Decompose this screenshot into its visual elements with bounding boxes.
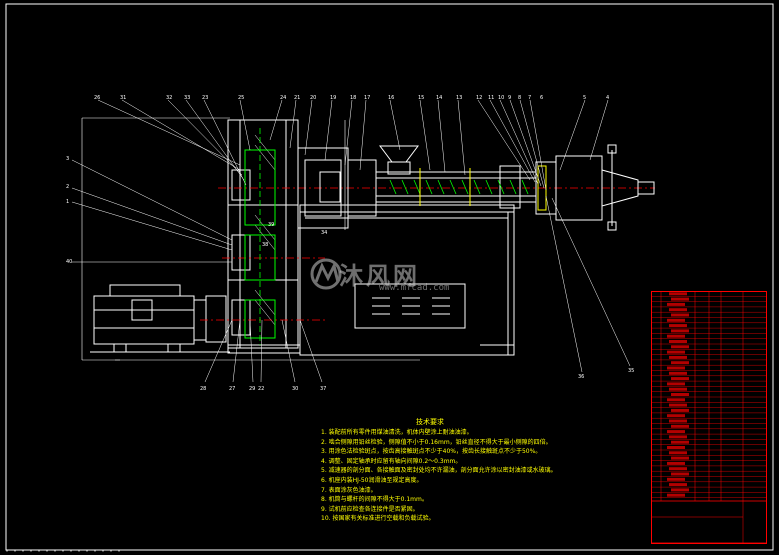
balloon: 33 [184, 95, 190, 101]
balloon: 35 [628, 368, 634, 374]
dimension-lines [81, 117, 420, 361]
tech-note: 8. 机筒与螺杆的间隙不得大于0.1mm。 [321, 496, 428, 504]
balloon: 5 [583, 95, 586, 101]
balloon: 23 [202, 95, 208, 101]
die-head-yellow-parts [537, 165, 547, 211]
balloon: 1 [66, 199, 69, 205]
tech-note: 2. 啮合侧隙用铅丝检验，侧隙值不小于0.16mm，铅丝直径不得大于最小侧隙的四… [321, 438, 552, 446]
balloon: 9 [508, 95, 511, 101]
drawing-frame [5, 3, 774, 551]
balloon: 20 [310, 95, 316, 101]
barrel [375, 165, 537, 209]
balloon: 32 [166, 95, 172, 101]
die-head [535, 144, 655, 231]
hopper [379, 145, 419, 175]
balloon: 38 [262, 242, 268, 248]
balloon: 37 [320, 386, 326, 392]
gear-blocks [244, 149, 276, 339]
watermark-url: www.mfcad.com [379, 283, 450, 293]
balloon: 10 [498, 95, 504, 101]
technical-requirements-title: 技术要求 [416, 418, 444, 426]
gearbox [227, 119, 301, 354]
balloon: 30 [292, 386, 298, 392]
balloon: 13 [456, 95, 462, 101]
watermark-text: 沐风网 [339, 262, 420, 290]
balloon: 16 [388, 95, 394, 101]
heater-bands [419, 168, 471, 206]
balloon: 4 [606, 95, 609, 101]
balloon: 24 [280, 95, 286, 101]
tech-note: 10. 按国家有关标准进行空载和负载试验。 [321, 515, 435, 523]
shaft-centrelines [200, 128, 655, 345]
balloon: 28 [200, 386, 206, 392]
bill-of-materials-table [651, 291, 767, 544]
balloon: 12 [476, 95, 482, 101]
tech-note: 6. 机座内装HJ-50润滑油至规定高度。 [321, 476, 423, 484]
tech-note: 1. 装配前所有零件用煤油清洗，机体内壁涂上耐油油漆。 [321, 429, 473, 436]
balloon: 27 [229, 386, 235, 392]
balloon: 25 [238, 95, 244, 101]
balloon: 15 [418, 95, 424, 101]
balloon: 11 [488, 95, 494, 101]
balloon: 17 [364, 95, 370, 101]
balloon: 18 [350, 95, 356, 101]
balloon: 2 [66, 184, 69, 190]
vent-slots [372, 297, 450, 315]
leader-lines [71, 99, 631, 383]
watermark-logo [310, 258, 342, 290]
tech-note: 5. 减速器的剖分面、各接触面及密封处均不许漏油，剖分面允许涂以密封油漆或水玻璃… [321, 467, 557, 475]
technical-requirements-list: 1. 装配前所有零件用煤油清洗，机体内壁涂上耐油油漆。 2. 啮合侧隙用铅丝检验… [321, 428, 661, 524]
gearbox-hatching [254, 134, 276, 326]
balloon: 22 [258, 386, 264, 392]
screw-flights [389, 179, 529, 195]
balloon: 21 [294, 95, 300, 101]
balloon-labels: 26 31 32 33 23 25 24 21 20 19 18 17 16 1… [66, 95, 634, 392]
balloon: 29 [249, 386, 255, 392]
tech-note: 9. 试机前应检查各连接件是否紧固。 [321, 505, 419, 513]
balloon: 26 [94, 95, 100, 101]
balloon: 36 [578, 374, 584, 380]
tech-note: 7. 表面涂灰色油漆。 [321, 486, 377, 494]
balloon: 7 [528, 95, 531, 101]
balloon: 8 [518, 95, 521, 101]
tech-note: 3. 用涂色法检验斑点，按齿高接触斑点不少于40%，按齿长接触斑点不少于50%。 [321, 448, 542, 456]
balloon: 40 [66, 259, 72, 265]
balloon: 3 [66, 156, 69, 162]
balloon: 31 [120, 95, 126, 101]
machine-base-frame [299, 204, 515, 356]
motor [90, 284, 230, 353]
balloon: 19 [330, 95, 336, 101]
balloon: 14 [436, 95, 442, 101]
balloon: 34 [321, 230, 327, 236]
tech-note: 4. 调整、固定轴承时应留有轴向间隙0.2～0.3mm。 [321, 457, 462, 465]
balloon: 39 [268, 222, 274, 228]
balloon: 6 [540, 95, 543, 101]
